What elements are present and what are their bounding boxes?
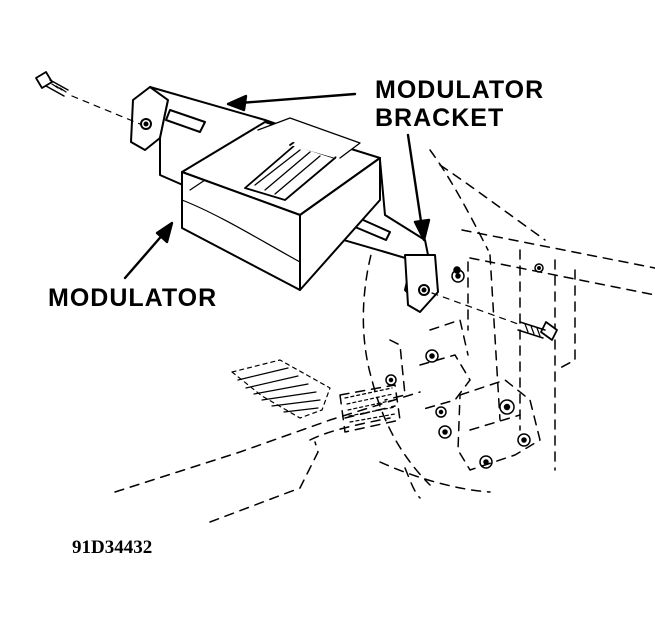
figure-code: 91D34432	[72, 537, 153, 558]
bolt-right	[517, 321, 558, 341]
bolt-upper-left	[35, 71, 69, 97]
hatched-region-left	[231, 359, 331, 419]
bolt-upper-left-axis	[71, 95, 141, 125]
modulator-bracket-label-line2: BRACKET	[375, 104, 505, 132]
arrow-to-modulator	[123, 221, 174, 280]
modulator-bracket-label-line1: MODULATOR	[375, 76, 545, 104]
modulator-unit	[181, 117, 381, 291]
arrow-to-bracket-top	[226, 92, 357, 112]
bolt-right-axis	[431, 292, 519, 325]
modulator-label: MODULATOR	[48, 284, 218, 312]
hatched-region-right	[344, 387, 396, 423]
mounting-points	[385, 263, 544, 469]
arrow-to-bracket-ear	[406, 133, 431, 242]
